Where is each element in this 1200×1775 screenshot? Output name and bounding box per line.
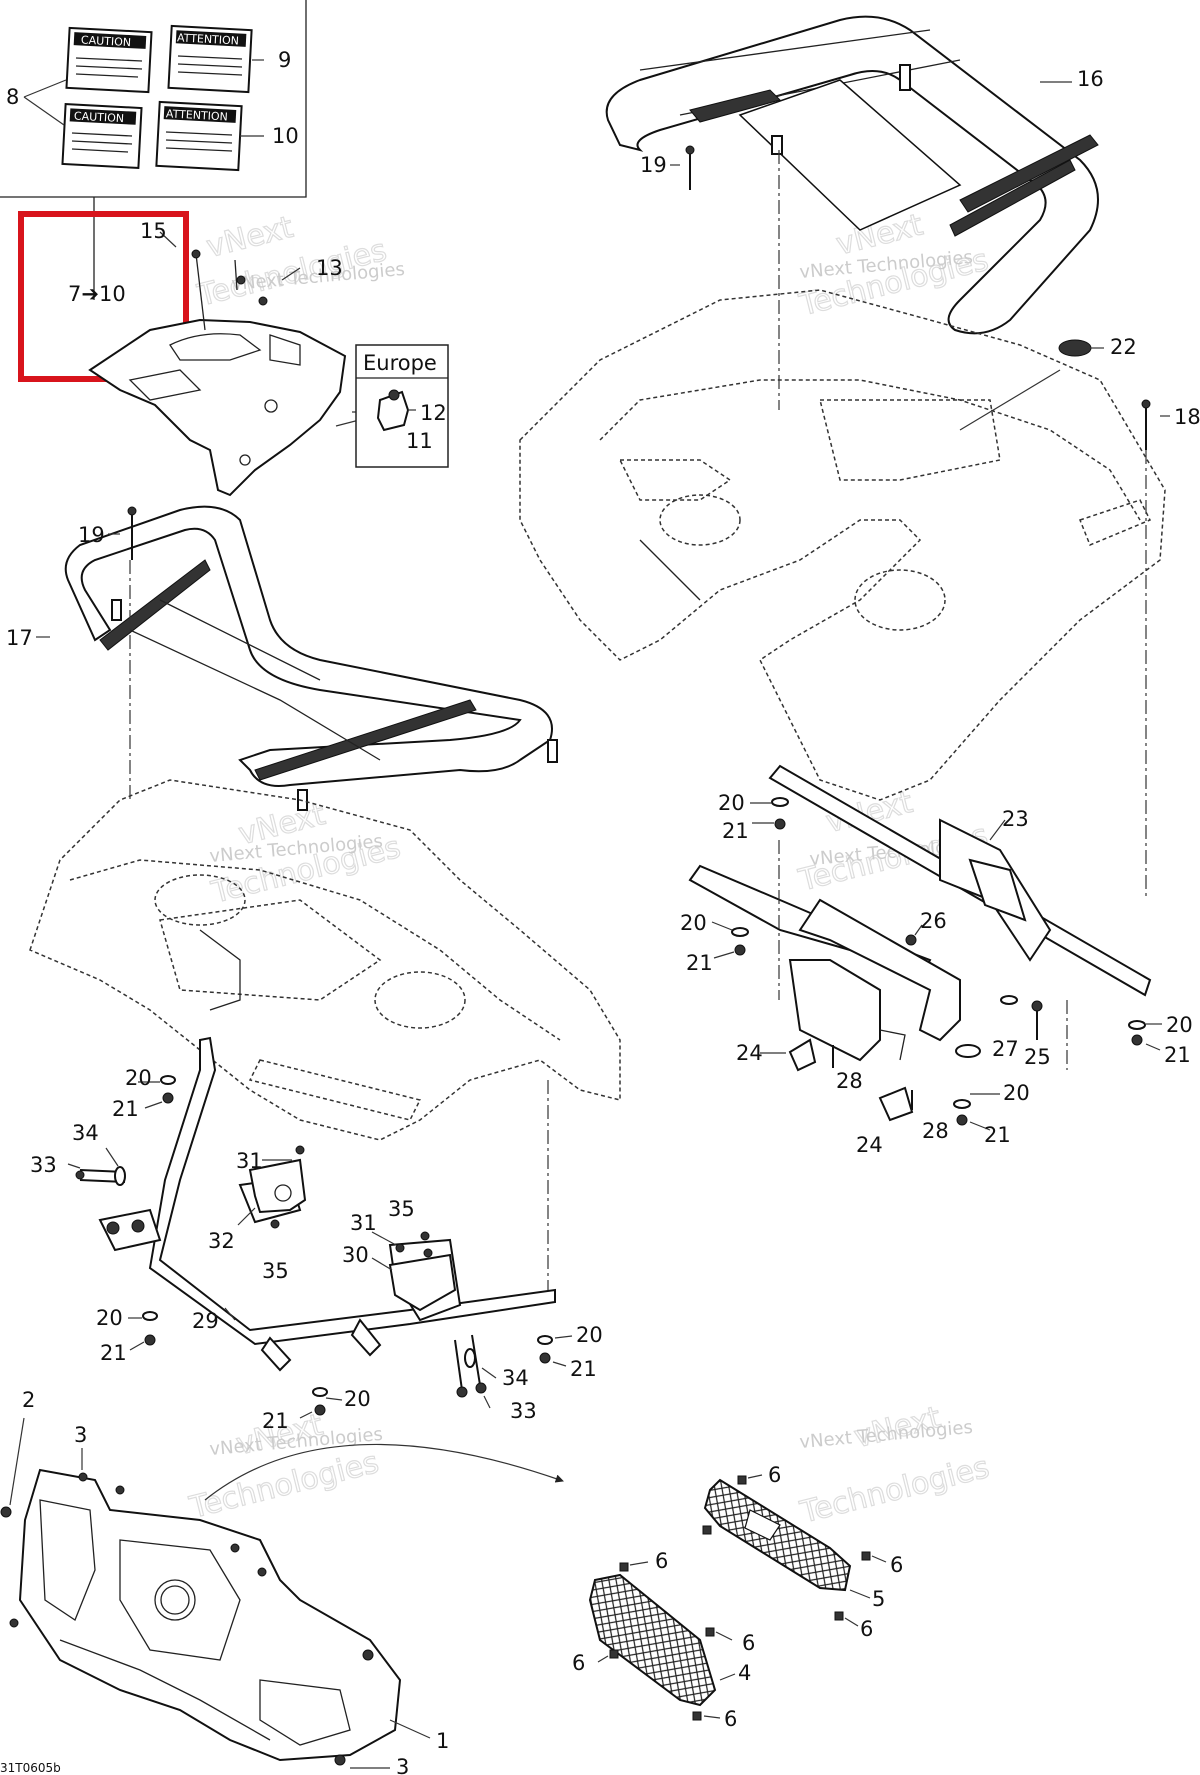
ref-16: 16 bbox=[1077, 67, 1104, 91]
callout-item-range: 7➔10 bbox=[68, 282, 126, 306]
ref-11: 11 bbox=[406, 429, 433, 453]
ref-20: 20 bbox=[125, 1066, 152, 1090]
ref-4: 4 bbox=[738, 1661, 751, 1685]
decal-caution-title: CAUTION bbox=[81, 34, 132, 50]
front-frame-fasteners: 20 21 33 34 31 32 35 20 21 31 35 30 bbox=[30, 1066, 603, 1433]
decal-caution-title: CAUTION bbox=[74, 110, 125, 126]
ref-8: 8 bbox=[6, 85, 19, 109]
decal-attention-top: ATTENTION bbox=[167, 24, 253, 94]
rear-frame-fasteners: 20 21 20 21 20 21 27 25 24 28 20 21 28 2… bbox=[680, 791, 1193, 1157]
ref-30: 30 bbox=[342, 1243, 369, 1267]
front-console: 15 13 bbox=[88, 219, 391, 497]
ref-6: 6 bbox=[655, 1549, 668, 1573]
ref-6: 6 bbox=[768, 1463, 781, 1487]
ref-21: 21 bbox=[262, 1409, 289, 1433]
ref-6: 6 bbox=[890, 1553, 903, 1577]
decal-attention-title: ATTENTION bbox=[177, 31, 240, 47]
ref-22: 22 bbox=[1110, 335, 1137, 359]
europe-box: Europe 12 11 bbox=[355, 344, 449, 468]
ref-21: 21 bbox=[100, 1341, 127, 1365]
ref-27: 27 bbox=[992, 1037, 1019, 1061]
ref-35: 35 bbox=[262, 1259, 289, 1283]
ref-21: 21 bbox=[984, 1123, 1011, 1147]
ref-6: 6 bbox=[860, 1617, 873, 1641]
ref-21: 21 bbox=[1164, 1043, 1191, 1067]
ref-34: 34 bbox=[502, 1366, 529, 1390]
ref-32: 32 bbox=[208, 1229, 235, 1253]
fascia-fasteners bbox=[0, 1472, 374, 1766]
ref-9: 9 bbox=[278, 48, 291, 72]
ref-23: 23 bbox=[1002, 807, 1029, 831]
grille-4: 4 6 6 6 6 bbox=[572, 1549, 755, 1731]
ref-20: 20 bbox=[1166, 1013, 1193, 1037]
decal-panel: CAUTION ATTENTION CAUTION ATTENTION 8 9 … bbox=[0, 0, 307, 300]
ref-21: 21 bbox=[722, 819, 749, 843]
ref-25: 25 bbox=[1024, 1045, 1051, 1069]
decal-attention-title: ATTENTION bbox=[166, 107, 229, 123]
grille-5: 6 6 5 6 bbox=[702, 1463, 903, 1641]
ref-1: 1 bbox=[436, 1729, 449, 1753]
ref-10: 10 bbox=[272, 124, 299, 148]
europe-label: Europe bbox=[363, 351, 437, 375]
rear-frame: 23 26 bbox=[688, 764, 1152, 1070]
ref-19: 19 bbox=[78, 523, 105, 547]
ref-34: 34 bbox=[72, 1121, 99, 1145]
ref-3: 3 bbox=[74, 1423, 87, 1447]
ref-31: 31 bbox=[350, 1211, 377, 1235]
ref-21: 21 bbox=[112, 1097, 139, 1121]
front-fender bbox=[29, 779, 621, 1141]
ref-20: 20 bbox=[1003, 1081, 1030, 1105]
ref-20: 20 bbox=[96, 1306, 123, 1330]
ref-21: 21 bbox=[686, 951, 713, 975]
ref-28: 28 bbox=[836, 1069, 863, 1093]
decal-attention-bottom: ATTENTION bbox=[155, 100, 243, 172]
front-rack: 17 bbox=[6, 505, 558, 811]
ref-28: 28 bbox=[922, 1119, 949, 1143]
bolt-18: 18 bbox=[1141, 399, 1200, 900]
ref-3: 3 bbox=[396, 1755, 409, 1775]
ref-6: 6 bbox=[724, 1707, 737, 1731]
ref-20: 20 bbox=[718, 791, 745, 815]
front-fascia: 2 3 1 3 bbox=[0, 1388, 564, 1775]
ref-31: 31 bbox=[236, 1149, 263, 1173]
ref-24: 24 bbox=[736, 1041, 763, 1065]
rear-rack: 16 bbox=[605, 15, 1104, 335]
decal-caution-top: CAUTION bbox=[65, 26, 153, 94]
drawing-code: 31T0605b bbox=[0, 1761, 61, 1775]
ref-5: 5 bbox=[872, 1587, 885, 1611]
ref-18: 18 bbox=[1174, 405, 1200, 429]
ref-17: 17 bbox=[6, 626, 33, 650]
ref-21: 21 bbox=[570, 1357, 597, 1381]
decal-caution-bottom: CAUTION bbox=[61, 103, 143, 169]
ref-33: 33 bbox=[30, 1153, 57, 1177]
ref-2: 2 bbox=[22, 1388, 35, 1412]
ref-29: 29 bbox=[192, 1309, 219, 1333]
bolt-19-left: 19 bbox=[78, 506, 137, 800]
ref-26: 26 bbox=[920, 909, 947, 933]
ref-20: 20 bbox=[344, 1387, 371, 1411]
rear-fender bbox=[519, 289, 1166, 801]
ref-20: 20 bbox=[680, 911, 707, 935]
ref-24: 24 bbox=[856, 1133, 883, 1157]
ref-20: 20 bbox=[576, 1323, 603, 1347]
ref-35: 35 bbox=[388, 1197, 415, 1221]
cap-22: 22 bbox=[959, 335, 1137, 431]
watermark-word-technologies: Technologies bbox=[796, 1450, 992, 1531]
bolt-19-top: 19 bbox=[640, 145, 695, 190]
ref-12: 12 bbox=[420, 401, 447, 425]
ref-19: 19 bbox=[640, 153, 667, 177]
ref-6: 6 bbox=[572, 1651, 585, 1675]
ref-13: 13 bbox=[316, 256, 343, 280]
ref-6: 6 bbox=[742, 1631, 755, 1655]
ref-15: 15 bbox=[140, 219, 167, 243]
ref-33: 33 bbox=[510, 1399, 537, 1423]
front-frame: 29 bbox=[98, 1036, 556, 1372]
